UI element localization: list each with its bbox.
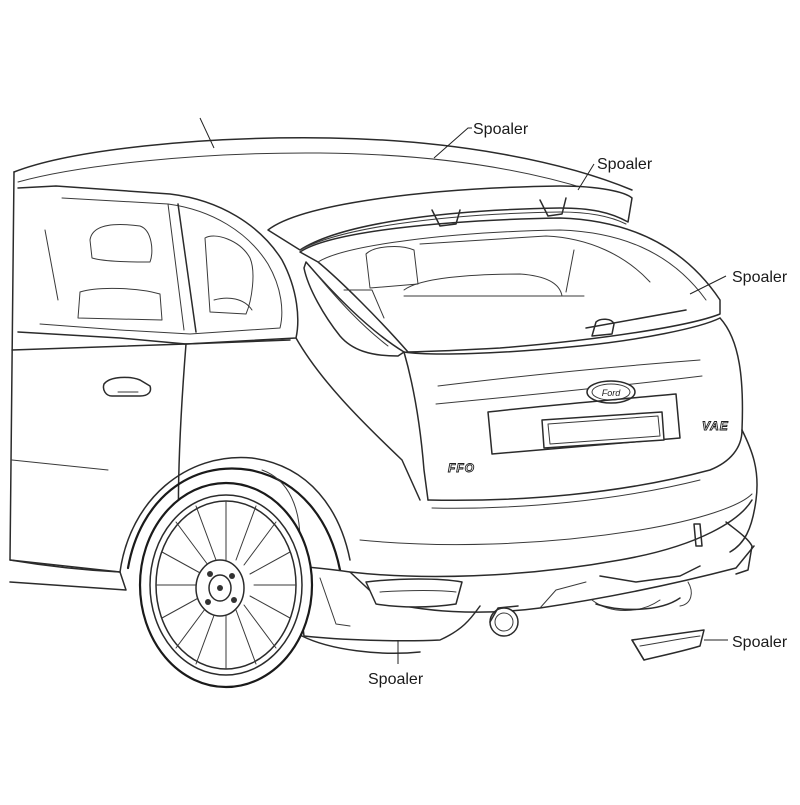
- emblem-text: Ford: [602, 388, 622, 398]
- callout-wing-spoiler: Spoaler: [597, 156, 653, 173]
- license-plate: [541, 411, 665, 449]
- left-badge: FFO: [448, 461, 475, 475]
- right-tyre: [595, 597, 681, 611]
- callout-rear-diffuser: Spoaler: [368, 671, 424, 688]
- loose-spoiler-part: [631, 629, 705, 661]
- car-body: Ford FFO VAE: [9, 137, 758, 654]
- callout-loose-spoiler-part: Spoaler: [732, 634, 788, 651]
- ford-emblem: [586, 380, 636, 404]
- callout-leaders: [199, 117, 728, 664]
- rear-wheel: [138, 481, 314, 689]
- callout-roof-spoiler: Spoaler: [473, 121, 529, 138]
- exhaust-tip: [489, 607, 519, 637]
- wheel-spokes: [155, 500, 297, 670]
- right-badge: VAE: [702, 419, 729, 433]
- callout-tailgate-spoiler: Spoaler: [732, 269, 788, 286]
